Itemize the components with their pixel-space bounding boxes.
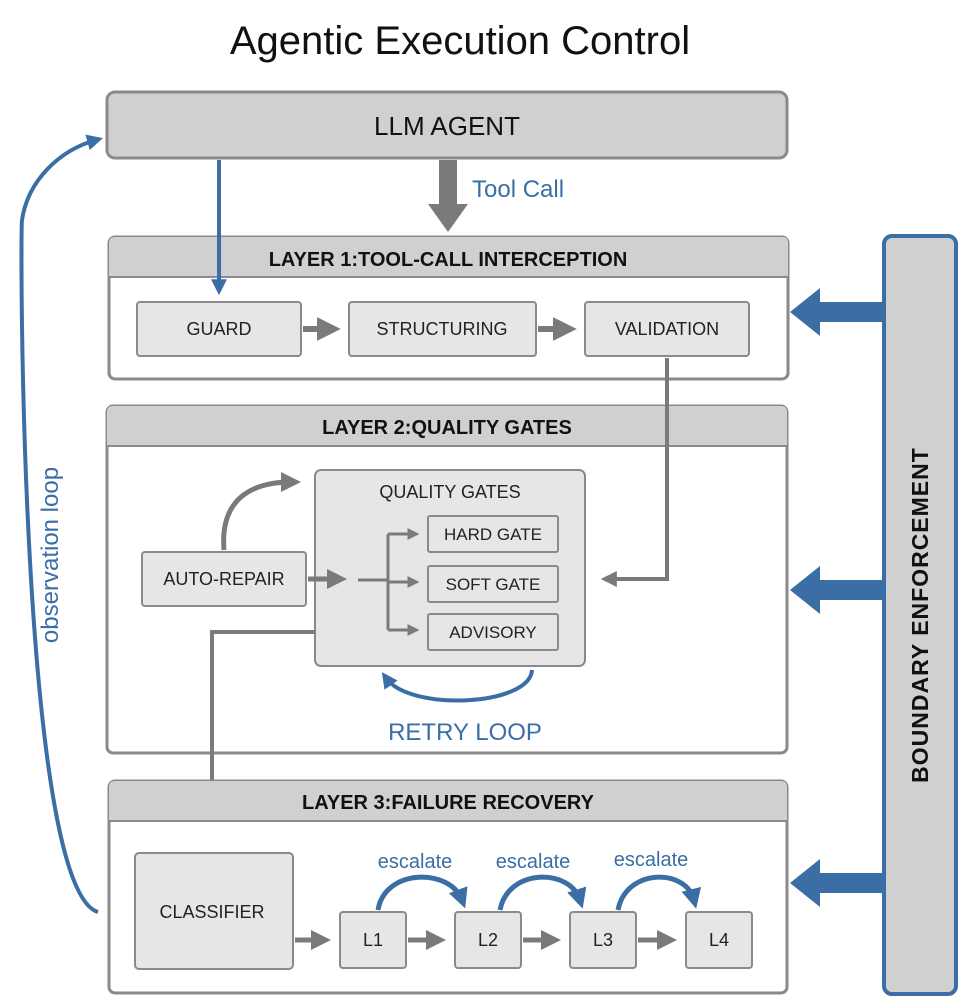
auto-repair-box: [141, 551, 307, 607]
level-box-l3: [569, 911, 637, 969]
escalate-label-2: escalate: [496, 851, 571, 873]
quality-gates-label: QUALITY GATES: [379, 482, 520, 502]
classifier-box: [134, 852, 294, 970]
auto-repair-label: AUTO-REPAIR: [163, 569, 284, 589]
level-box-l4: [685, 911, 753, 969]
arrow-gates-to-classifier: [204, 630, 315, 834]
boundary-arrow-layer3: [790, 859, 884, 907]
level-label-l4: L4: [709, 930, 729, 950]
tool-call-arrow: [428, 160, 468, 232]
retry-loop-label: RETRY LOOP: [388, 719, 542, 746]
level-box-l1: [339, 911, 407, 969]
advisory-box: [427, 613, 559, 651]
escalate-arc-3: [615, 874, 702, 911]
gate-branch-arrows: [358, 528, 420, 636]
advisory-label: ADVISORY: [449, 623, 537, 642]
guard-label: GUARD: [186, 319, 251, 339]
guard-box: [136, 301, 302, 357]
layer3-title: LAYER 3:FAILURE RECOVERY: [302, 792, 595, 814]
escalate-arc-2: [497, 874, 587, 911]
diagram-title: Agentic Execution Control: [230, 19, 690, 63]
boundary-arrow-layer2: [790, 566, 884, 614]
validation-box: [584, 301, 750, 357]
layer1-title: LAYER 1:TOOL-CALL INTERCEPTION: [269, 249, 628, 271]
observation-loop-arrow: [19, 134, 103, 914]
level-label-l3: L3: [593, 930, 613, 950]
arrow-validation-to-quality-gates: [600, 358, 669, 587]
escalate-label-1: escalate: [378, 851, 453, 873]
observation-loop-label: observation loop: [37, 467, 64, 643]
level-box-l2: [454, 911, 522, 969]
soft-gate-label: SOFT GATE: [446, 575, 541, 594]
layer2-title: LAYER 2:QUALITY GATES: [322, 417, 572, 439]
validation-label: VALIDATION: [615, 319, 719, 339]
hard-gate-label: HARD GATE: [444, 525, 542, 544]
classifier-label: CLASSIFIER: [159, 902, 264, 922]
llm-agent-label: LLM AGENT: [374, 111, 520, 141]
retry-loop-arrow: [381, 669, 534, 703]
arrow-auto-repair-up-to-gates: [221, 472, 301, 551]
level-label-l1: L1: [363, 930, 383, 950]
structuring-label: STRUCTURING: [377, 319, 508, 339]
structuring-box: [348, 301, 537, 357]
level-label-l2: L2: [478, 930, 498, 950]
escalate-arc-1: [375, 874, 468, 911]
boundary-enforcement-box: [882, 234, 958, 996]
soft-gate-box: [427, 565, 559, 603]
boundary-arrow-layer1: [790, 288, 884, 336]
llm-agent-box: [105, 90, 789, 160]
tool-call-label: Tool Call: [472, 176, 564, 203]
hard-gate-box: [427, 515, 559, 553]
boundary-enforcement-label: BOUNDARY ENFORCEMENT: [907, 447, 933, 783]
escalate-label-3: escalate: [614, 849, 689, 871]
